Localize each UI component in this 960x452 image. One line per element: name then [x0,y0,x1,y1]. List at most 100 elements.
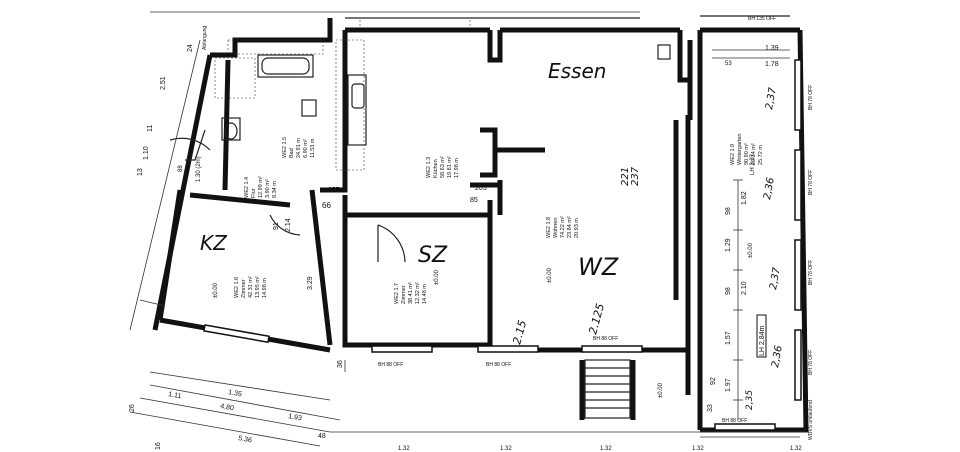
svg-text:BH 88 OFF: BH 88 OFF [722,418,747,424]
svg-text:8.34 m: 8.34 m [272,181,278,198]
svg-text:BH 78 OFF: BH 78 OFF [808,260,814,285]
lh-label: LH 2,84m [759,325,766,356]
svg-text:66: 66 [322,201,331,210]
door-kz [269,214,301,236]
svg-text:1.35: 1.35 [228,389,243,398]
svg-text:Abfangung: Abfangung [202,26,208,50]
door-sz [377,224,406,263]
doors [169,137,406,263]
svg-text:LH 2.37: LH 2.37 [750,153,756,175]
svg-text:14.98 m: 14.98 m [262,278,268,298]
svg-text:11.53 m: 11.53 m [310,138,316,158]
svg-text:WE2 1.4: WE2 1.4 [244,177,250,198]
svg-text:1.97: 1.97 [725,378,732,392]
svg-text:58.63 m²: 58.63 m² [440,156,446,178]
svg-text:24: 24 [187,44,194,52]
entrance-stairs [579,359,636,420]
dim-221: 221 [620,167,631,186]
svg-text:85: 85 [470,197,478,204]
svg-text:48: 48 [318,433,326,440]
height-2: 2,36 [762,177,777,201]
level-entry: ±0.00 [658,382,664,398]
level-wintergarten: ±0.00 [748,242,754,258]
dimension-labels: 24 2.51 11 1.10 13 88 1.30 (2m) 205 85 6… [129,44,802,452]
label-essen: Essen [548,59,606,83]
level-wz: ±0.00 [547,267,553,283]
sink-icon [301,99,317,117]
svg-text:1.32: 1.32 [790,446,802,452]
svg-text:33: 33 [707,404,714,412]
toilet-icon [221,117,241,141]
svg-text:257: 257 [328,187,340,194]
svg-text:6.90 m²: 6.90 m² [303,139,309,158]
dim-2125: 2.125 [586,302,607,336]
wintergarten-dim-chain [712,49,790,420]
height-3: 2,37 [768,266,783,290]
room-wz-text: WE2 1.8 Wohnen 74.22 m² 23.84 m² 20.93 m [546,216,580,238]
svg-text:BR 78 OFF: BR 78 OFF [686,165,692,190]
svg-text:1.93: 1.93 [288,413,303,422]
svg-text:WE2 1.3: WE2 1.3 [426,157,432,178]
svg-text:1.32: 1.32 [398,446,410,452]
svg-text:Zimmer: Zimmer [401,285,407,304]
svg-text:Wintergarten: Wintergarten [737,134,743,166]
room-bad-text: WE2 1.5 Bad 24.91 m 6.90 m² 11.53 m [282,137,316,158]
svg-text:36: 36 [337,360,344,368]
svg-text:WE2 1.7: WE2 1.7 [394,283,400,304]
svg-text:1.78: 1.78 [765,61,779,68]
room-kz-text: WE2 1.6 Zimmer 42.31 m² 13.95 m² 14.98 m [234,276,268,298]
svg-text:53: 53 [725,61,732,67]
label-wz: WZ [578,253,619,281]
level-sz: ±0.00 [434,269,440,285]
svg-text:74.22 m²: 74.22 m² [560,216,566,238]
room-flur-text: WE2 1.4 Flur 12.99 m² 3.90 m² 8.34 m [244,176,278,198]
svg-text:1.57: 1.57 [725,331,732,345]
main-walls [320,18,809,433]
svg-text:BH 88 OFF: BH 88 OFF [378,362,403,368]
svg-text:1.32: 1.32 [600,446,612,452]
bathtub-icon [257,54,314,78]
svg-text:12.99 m²: 12.99 m² [258,176,264,198]
svg-text:23.84 m²: 23.84 m² [567,216,573,238]
svg-text:4.80: 4.80 [220,403,235,412]
svg-text:38.41 m²: 38.41 m² [408,282,414,304]
height-4: 2,36 [770,345,785,369]
door-flur [169,137,211,151]
svg-text:WE2 1.5: WE2 1.5 [282,137,288,158]
svg-text:WDVS umlaufend: WDVS umlaufend [808,400,814,440]
svg-text:19.81 m²: 19.81 m² [447,156,453,178]
svg-text:92: 92 [710,377,717,385]
svg-text:1.11: 1.11 [168,391,182,400]
svg-text:91: 91 [273,222,280,230]
svg-text:3.29: 3.29 [307,276,314,290]
bh-labels: BH 78 OFF BH 78 OFF BH 78 OFF BH 78 OFF … [202,26,814,440]
svg-text:17.98 m: 17.98 m [454,158,460,178]
svg-text:1.39: 1.39 [765,45,779,52]
svg-text:Küchen: Küchen [433,159,439,178]
dim-215: 2.15 [510,319,529,346]
height-5: 2,35 [745,390,755,410]
svg-text:BH 88 OFF: BH 88 OFF [593,336,618,342]
dim-237: 237 [630,166,641,186]
svg-text:1.32: 1.32 [692,446,704,452]
svg-text:BH 78 OFF: BH 78 OFF [808,85,814,110]
svg-text:BH 78 OFF: BH 78 OFF [808,170,814,195]
label-kz: KZ [200,231,228,255]
svg-text:BH 88 OFF: BH 88 OFF [486,362,511,368]
svg-text:2.10: 2.10 [741,281,748,295]
svg-text:3.90 m²: 3.90 m² [265,179,271,198]
svg-text:11: 11 [147,125,154,132]
svg-text:1.30 (2m): 1.30 (2m) [196,156,202,182]
svg-text:98: 98 [725,207,732,215]
windows [203,59,802,431]
room-sz-text: WE2 1.7 Zimmer 38.41 m² 12.32 m² 14.48 m [394,282,428,304]
svg-text:90.90 m²: 90.90 m² [744,143,750,165]
svg-text:42.31 m²: 42.31 m² [248,276,254,298]
svg-text:205: 205 [475,185,487,192]
svg-text:13: 13 [137,168,144,176]
svg-text:2.51: 2.51 [160,76,167,90]
svg-text:26: 26 [129,404,136,412]
svg-text:1.10: 1.10 [143,146,150,160]
svg-text:WE2 1.8: WE2 1.8 [546,217,552,238]
svg-text:Wohnen: Wohnen [553,218,559,238]
